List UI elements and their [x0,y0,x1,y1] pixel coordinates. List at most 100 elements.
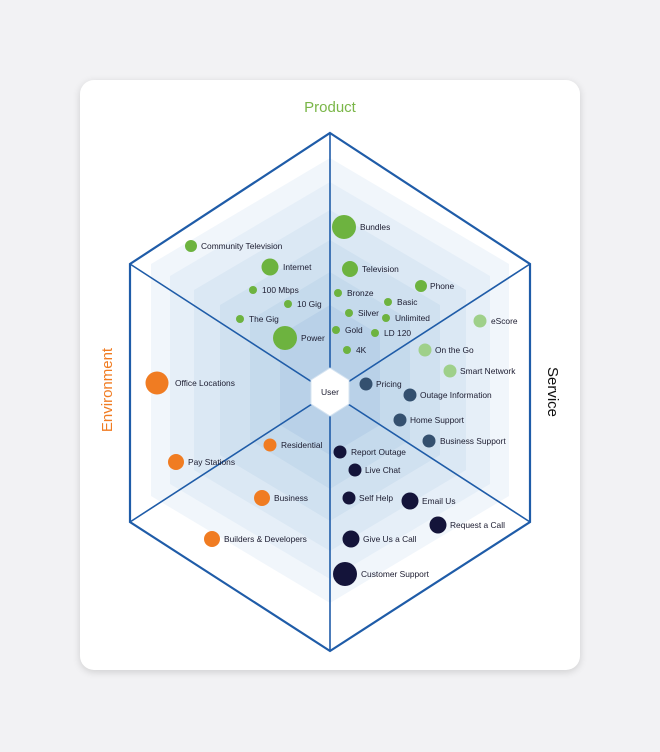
node-0: Bundles [332,215,390,239]
node-16: eScore [473,314,518,328]
node-29: Customer Support [333,562,430,586]
node-32: Residential [263,438,323,452]
node-dot-25 [342,491,356,505]
node-dot-28 [342,530,360,548]
node-dot-15 [343,346,351,354]
product-label: Product [304,99,357,116]
node-dot-7 [284,300,292,308]
node-5: Phone [415,280,455,292]
node-dot-12 [332,326,340,334]
node-label-9: The Gig [249,314,279,324]
node-label-14: Power [301,333,325,343]
node-1: Community Television [185,240,283,252]
node-26: Email Us [401,492,456,510]
node-dot-17 [418,343,432,357]
node-dot-18 [443,364,457,378]
node-dot-31 [168,454,184,470]
user-center-label: User [321,387,339,397]
node-dot-33 [254,490,270,506]
node-dot-5 [415,280,427,292]
node-34: Builders & Developers [204,531,307,547]
spokes [129,133,531,651]
node-dot-16 [473,314,487,328]
node-12: Gold [332,325,363,335]
node-11: Unlimited [382,313,430,323]
node-9: The Gig [236,314,279,324]
node-dot-20 [403,388,417,402]
node-14: Power [273,326,325,350]
node-label-16: eScore [491,316,518,326]
node-13: LD 120 [371,328,411,338]
node-4: 100 Mbps [249,285,299,295]
user-center-hexagon [310,367,350,417]
node-dot-8 [384,298,392,306]
spoke-top-right [347,263,531,383]
node-dot-34 [204,531,220,547]
node-dot-24 [348,463,362,477]
node-18: Smart Network [443,364,516,378]
node-label-24: Live Chat [365,465,401,475]
node-label-25: Self Help [359,493,393,503]
node-6: Bronze [334,288,374,298]
node-label-4: 100 Mbps [262,285,299,295]
node-27: Request a Call [429,516,505,534]
node-dot-0 [332,215,356,239]
node-15: 4K [343,345,367,355]
node-label-10: Silver [358,308,379,318]
node-label-17: On the Go [435,345,474,355]
node-24: Live Chat [348,463,401,477]
node-dot-2 [261,258,279,276]
node-label-8: Basic [397,297,417,307]
spoke-bottom-right [347,403,531,523]
node-dot-22 [422,434,436,448]
node-label-27: Request a Call [450,520,505,530]
node-label-2: Internet [283,262,312,272]
node-2: Internet [261,258,312,276]
node-7: 10 Gig [284,299,322,309]
node-label-15: 4K [356,345,367,355]
node-dot-32 [263,438,277,452]
node-dot-11 [382,314,390,322]
node-label-26: Email Us [422,496,456,506]
node-label-21: Home Support [410,415,465,425]
node-label-3: Television [362,264,399,274]
node-dot-3 [342,261,358,277]
node-dot-1 [185,240,197,252]
node-label-33: Business [274,493,308,503]
node-label-30: Office Locations [175,378,235,388]
node-dot-23 [333,445,347,459]
node-label-31: Pay Stations [188,457,235,467]
node-25: Self Help [342,491,393,505]
node-label-1: Community Television [201,241,283,251]
node-19: Pricing [359,377,402,391]
node-dot-14 [273,326,297,350]
node-dot-4 [249,286,257,294]
spoke-bottom-left [129,403,313,523]
node-label-28: Give Us a Call [363,534,417,544]
node-dot-26 [401,492,419,510]
node-3: Television [342,261,399,277]
node-17: On the Go [418,343,474,357]
node-dot-30 [145,371,169,395]
node-dot-10 [345,309,353,317]
node-33: Business [254,490,308,506]
node-dot-21 [393,413,407,427]
node-dot-19 [359,377,373,391]
node-dot-13 [371,329,379,337]
node-label-5: Phone [430,281,455,291]
node-label-12: Gold [345,325,363,335]
node-8: Basic [384,297,417,307]
node-21: Home Support [393,413,465,427]
node-label-0: Bundles [360,222,390,232]
node-dot-29 [333,562,357,586]
node-30: Office Locations [145,371,235,395]
node-label-13: LD 120 [384,328,411,338]
node-label-29: Customer Support [361,569,430,579]
node-28: Give Us a Call [342,530,417,548]
node-dot-27 [429,516,447,534]
environment-label: Environment [99,347,116,432]
node-label-19: Pricing [376,379,402,389]
node-label-20: Outage Information [420,390,492,400]
